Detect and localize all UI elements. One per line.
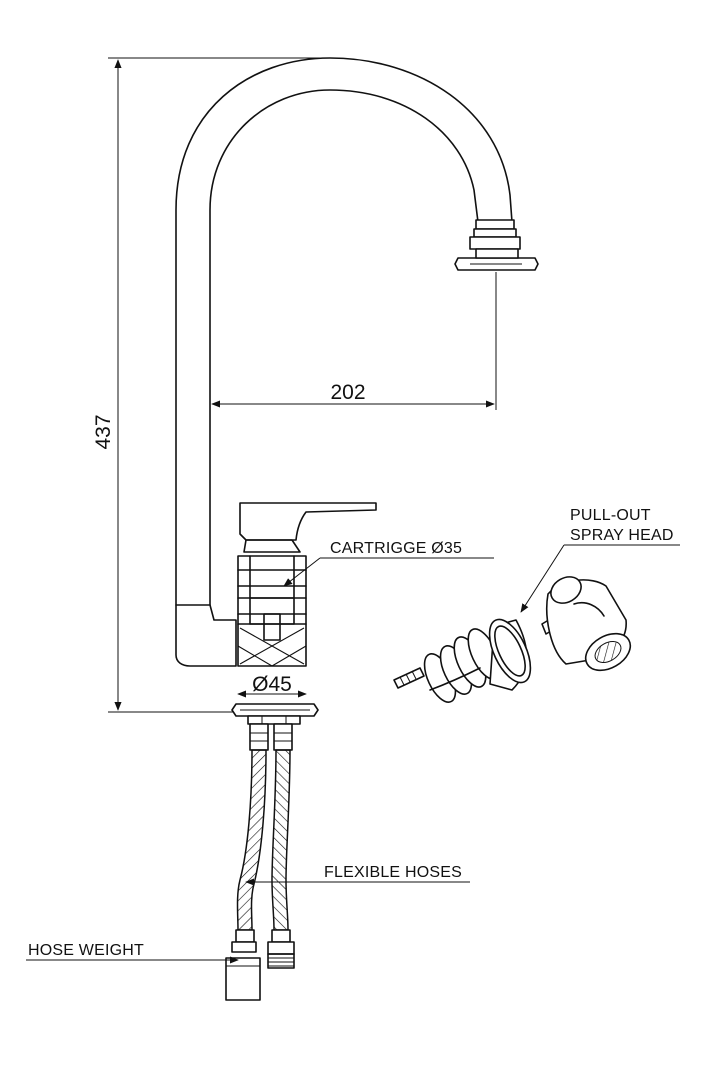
- lever-base: [243, 539, 301, 553]
- housing-hatch-3: [237, 645, 273, 667]
- right-hose-connector: [273, 723, 293, 751]
- left-hose-nut: [231, 941, 257, 953]
- spray-head-back-cap: [550, 576, 582, 604]
- spout-inner-contour: [209, 89, 479, 606]
- spray-nozzle-holes: [594, 641, 622, 663]
- left-hose-connector: [249, 723, 269, 751]
- aerator-body: [475, 248, 519, 259]
- right-hose-thread: [267, 953, 295, 969]
- spray-head-seam: [573, 601, 605, 617]
- stem-thread-line-3: [411, 670, 417, 680]
- reach-dimension: 202: [211, 272, 497, 410]
- cartridge-housing: [237, 555, 307, 667]
- spray-head-leader-diagonal: [520, 544, 565, 613]
- cartridge-core: [249, 597, 295, 625]
- spray-head-body: [541, 576, 632, 672]
- cartridge-leader-diagonal: [283, 557, 321, 587]
- lever-handle: [239, 502, 377, 541]
- sleeve-mouth: [488, 618, 532, 684]
- connector-spine: [429, 667, 481, 691]
- housing-hatch-2: [239, 627, 305, 665]
- spout-tip-ring-3: [469, 236, 521, 250]
- spout-base-elbow: [175, 604, 237, 667]
- spout-tip-ring-1: [475, 219, 515, 230]
- cartridge-label: CARTRIGGE Ø35: [330, 540, 462, 557]
- spout-outer-contour: [175, 57, 513, 606]
- spout: [175, 57, 539, 606]
- mixer-body: [175, 502, 377, 667]
- left-hose-fitting: [235, 929, 255, 943]
- spray-head-sleeve: [488, 618, 532, 691]
- flexible-hoses-callout: FLEXIBLE HOSES: [245, 864, 470, 886]
- mounting-flange: [231, 703, 319, 725]
- cartridge-stem: [263, 613, 281, 641]
- pull-out-label-line2: SPRAY HEAD: [570, 527, 674, 544]
- hose-weight-block: [225, 957, 261, 1001]
- stem-thread-line-2: [405, 673, 411, 683]
- spray-head-stem: [393, 667, 425, 689]
- right-hose-fitting: [271, 929, 291, 943]
- housing-hatch-4: [271, 645, 307, 667]
- pull-out-label-line1: PULL-OUT: [570, 507, 651, 524]
- hose-weight-label: HOSE WEIGHT: [28, 942, 144, 959]
- sleeve-mouth-inner: [494, 625, 526, 677]
- cartridge-callout: CARTRIGGE Ø35: [283, 540, 494, 587]
- spout-tip-ring-2: [473, 228, 517, 238]
- stem-thread: [393, 667, 425, 689]
- flexible-hoses: [231, 723, 295, 969]
- reach-dimension-text: 202: [330, 381, 365, 404]
- hose-weight: HOSE WEIGHT: [26, 942, 261, 1001]
- left-braided-hose: [236, 749, 267, 931]
- stem-thread-line-1: [399, 676, 405, 686]
- height-dimension-text: 437: [92, 414, 115, 449]
- height-dimension: 437: [92, 57, 330, 713]
- flange-nut: [247, 715, 301, 725]
- flexible-hoses-label: FLEXIBLE HOSES: [324, 864, 462, 881]
- right-hose-nut: [267, 941, 295, 955]
- pull-out-spray-head: PULL-OUT SPRAY HEAD: [393, 507, 680, 703]
- base-diameter-text: Ø45: [252, 673, 292, 696]
- base-diameter-dimension: Ø45: [237, 673, 307, 698]
- right-braided-hose: [271, 749, 291, 931]
